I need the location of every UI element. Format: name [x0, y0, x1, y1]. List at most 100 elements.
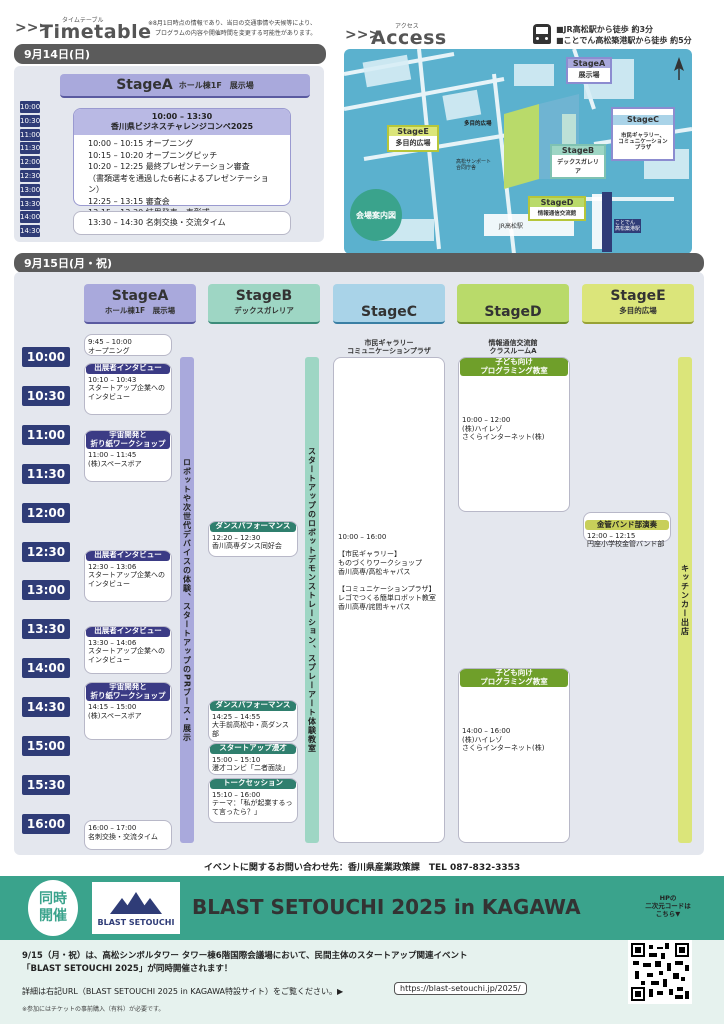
stageC-name: StageC: [360, 304, 417, 320]
day1-card1-items: 10:00 – 10:15 オープニング 10:15 – 10:20 オープニン…: [74, 135, 290, 222]
day1-networking-card: 13:30 – 14:30 名刺交換・交流タイム: [73, 211, 291, 235]
program-card: 9:45 – 10:00 オープニング: [84, 334, 172, 356]
qr-code[interactable]: [628, 940, 692, 1004]
day1-date: 9月14日(日): [14, 44, 326, 64]
time-slot: 15:30: [22, 774, 70, 795]
program-text: 16:00 – 17:00 名刺交換・交流タイム: [88, 824, 158, 841]
program-tag: 出展者インタビュー: [86, 627, 170, 637]
time-slot: 13:30: [22, 619, 70, 640]
stageC-line: 【コミュニケーションプラザ】: [338, 585, 436, 593]
time-slot: 10:30: [22, 385, 70, 406]
train-icon: [533, 24, 551, 44]
map-stageA-label: StageA 展示場: [566, 57, 612, 84]
time-slot: 16:00: [22, 813, 70, 834]
stageB-demo-bar: スタートアップのロボットデモンストレーション、スプレーアート体験教室: [305, 357, 319, 843]
program-tag: 宇宙開発と 折り紙ワークショップ: [86, 431, 170, 449]
stageC-line: 香川高専/詫間キャパス: [338, 603, 411, 611]
stageA-header: StageA ホール棟1F 展示場: [84, 284, 196, 324]
blast-url-link[interactable]: https://blast-setouchi.jp/2025/: [394, 982, 527, 995]
time-slot: 13:00: [20, 183, 41, 196]
day1-card1-title: 香川県ビジネスチャレンジコンペ2025: [110, 122, 254, 131]
program-item: 10:00 – 10:15 オープニング: [88, 139, 194, 148]
hp-qr-label: HPの 二次元コードは こちら▼: [645, 894, 691, 918]
map-stageC-label: StageC 市民ギャラリー、 コミュニケーション プラザ: [611, 107, 675, 161]
stageD-name: StageD: [484, 304, 542, 320]
stageE-band-card: 金管バンド部演奏 12:00 – 12:15 円座小学校金管バンド部: [583, 512, 671, 548]
day2-date: 9月15日(月・祝): [14, 253, 704, 273]
program-text: 15:10 – 16:00 テーマ：「私が起業するって言ったら？」: [212, 790, 293, 816]
program-text: 12:30 – 13:06 スタートアップ企業への インタビュー: [88, 562, 165, 588]
program-text: 15:00 – 15:10 漫才コンビ「二者面談」: [212, 755, 289, 773]
stageA-name: StageA: [111, 288, 169, 304]
day1-competition-card: 10:00 – 13:30 香川県ビジネスチャレンジコンペ2025 10:00 …: [73, 108, 291, 217]
access-arrows: >>>: [345, 27, 381, 43]
program-item: 12:25 – 13:15 審査会: [88, 196, 170, 206]
venue-map: StageA 展示場 StageC 市民ギャラリー、 コミュニケーション プラザ…: [344, 49, 692, 254]
program-item: 10:15 – 10:20 オープニングピッチ: [88, 150, 218, 160]
program-tag: ダンスパフォーマンス: [210, 522, 296, 532]
program-text: 13:30 – 14:06 スタートアップ企業への インタビュー: [88, 638, 165, 664]
time-slot: 14:00: [20, 211, 41, 224]
program-text: 14:25 – 14:55 大手前高松中・高ダンス部: [212, 712, 289, 738]
contact-info: イベントに関するお問い合わせ先：香川県産業政策課 TEL 087-832-335…: [203, 863, 521, 873]
map-kotoden-label: ことでん 高松築港駅: [614, 219, 642, 233]
program-text: 12:20 – 12:30 香川高専ダンス同好会: [212, 533, 282, 551]
stageB-header: StageB デックスガレリア: [208, 284, 320, 324]
program-text: 10:00 – 12:00 (株)ハイレゾ さくらインターネット(株): [462, 416, 545, 441]
qr-code-icon: [631, 943, 689, 1001]
stageC-card: 10:00 – 16:00 【市民ギャラリー】 ものづくりワークショップ 香川高…: [333, 357, 445, 843]
time-slot: 14:30: [22, 697, 70, 718]
day1-card1-header: 10:00 – 13:30 香川県ビジネスチャレンジコンペ2025: [74, 109, 290, 135]
access-title: Access: [371, 27, 447, 49]
time-slot: 10:00: [20, 101, 41, 113]
map-guide-badge: 会場案内図: [350, 189, 402, 241]
stageD-sub: 情報通信交流館 クラスルームA: [488, 339, 538, 355]
time-slot: 10:30: [20, 114, 41, 127]
time-slot: 11:00: [22, 424, 70, 445]
map-center-label: 多目的広場: [464, 121, 492, 127]
program-tag: スタートアップ漫才: [210, 744, 296, 754]
program-text: 14:15 – 15:00 (株)スペースボア: [88, 703, 142, 720]
stageC-time: 10:00 – 16:00: [338, 533, 387, 541]
footer-event-title: BLAST SETOUCHI 2025 in KAGAWA: [192, 895, 581, 919]
simultaneous-badge: 同時 開催: [28, 880, 78, 936]
stageE-name: StageE: [610, 288, 666, 304]
time-slot: 13:30: [20, 197, 41, 210]
program-card: 宇宙開発と 折り紙ワークショップ 14:15 – 15:00 (株)スペースボア: [84, 682, 172, 740]
time-slot: 11:00: [20, 128, 41, 141]
stageB-name: StageB: [235, 288, 293, 304]
stageC-sub: 市民ギャラリー コミュニケーションプラザ: [347, 339, 431, 355]
day1-stage-sub: ホール棟1F 展示場: [178, 80, 254, 90]
blast-logo-text: BLAST SETOUCHI: [97, 918, 175, 927]
north-arrow-icon: [672, 57, 686, 81]
footer-desc-line2: 「BLAST SETOUCHI 2025」が同時開催されます！: [22, 964, 233, 974]
program-tag: 宇宙開発と 折り紙ワークショップ: [86, 683, 170, 701]
day1-stage-title: StageA: [116, 77, 173, 93]
time-slot: 13:00: [22, 580, 70, 601]
access-line-2: ■ことでん高松築港駅から徒歩 約5分: [556, 36, 692, 45]
time-slot: 11:30: [22, 463, 70, 484]
time-slot: 10:00: [22, 347, 70, 367]
stageA-sub: ホール棟1F 展示場: [104, 306, 176, 315]
stageE-band-tag: 金管バンド部演奏: [585, 520, 669, 530]
day1-card1-time: 10:00 – 13:30: [151, 112, 213, 121]
program-tag: 子ども向け プログラミング教室: [460, 669, 568, 687]
footer-detail: 詳細は右記URL（BLAST SETOUCHI 2025 in KAGAWA特設…: [22, 987, 344, 996]
time-slot: 15:00: [22, 736, 70, 756]
day1-stage-header: StageA ホール棟1F 展示場: [60, 74, 310, 98]
access-line-1: ■JR高松駅から徒歩 約3分: [556, 25, 654, 34]
program-tag: 子ども向け プログラミング教室: [460, 358, 568, 376]
access-ruby: アクセス: [395, 23, 419, 30]
program-text: 14:00 – 16:00 (株)ハイレゾ さくらインターネット(株): [462, 727, 545, 752]
program-item: 10:20 – 12:25 最終プレゼンテーション審査: [88, 162, 250, 171]
program-text: 9:45 – 10:00 オープニング: [88, 338, 132, 355]
stageE-band-text: 12:00 – 12:15 円座小学校金管バンド部: [587, 532, 665, 548]
footer-desc-line1: 9/15（月・祝）は、高松シンボルタワー タワー棟6階国際会議場において、民間主…: [22, 951, 468, 961]
stageE-kitchen-bar: キッチンカー出店: [678, 357, 692, 843]
map-stageB-label: StageB デックスガレリア: [550, 144, 606, 179]
